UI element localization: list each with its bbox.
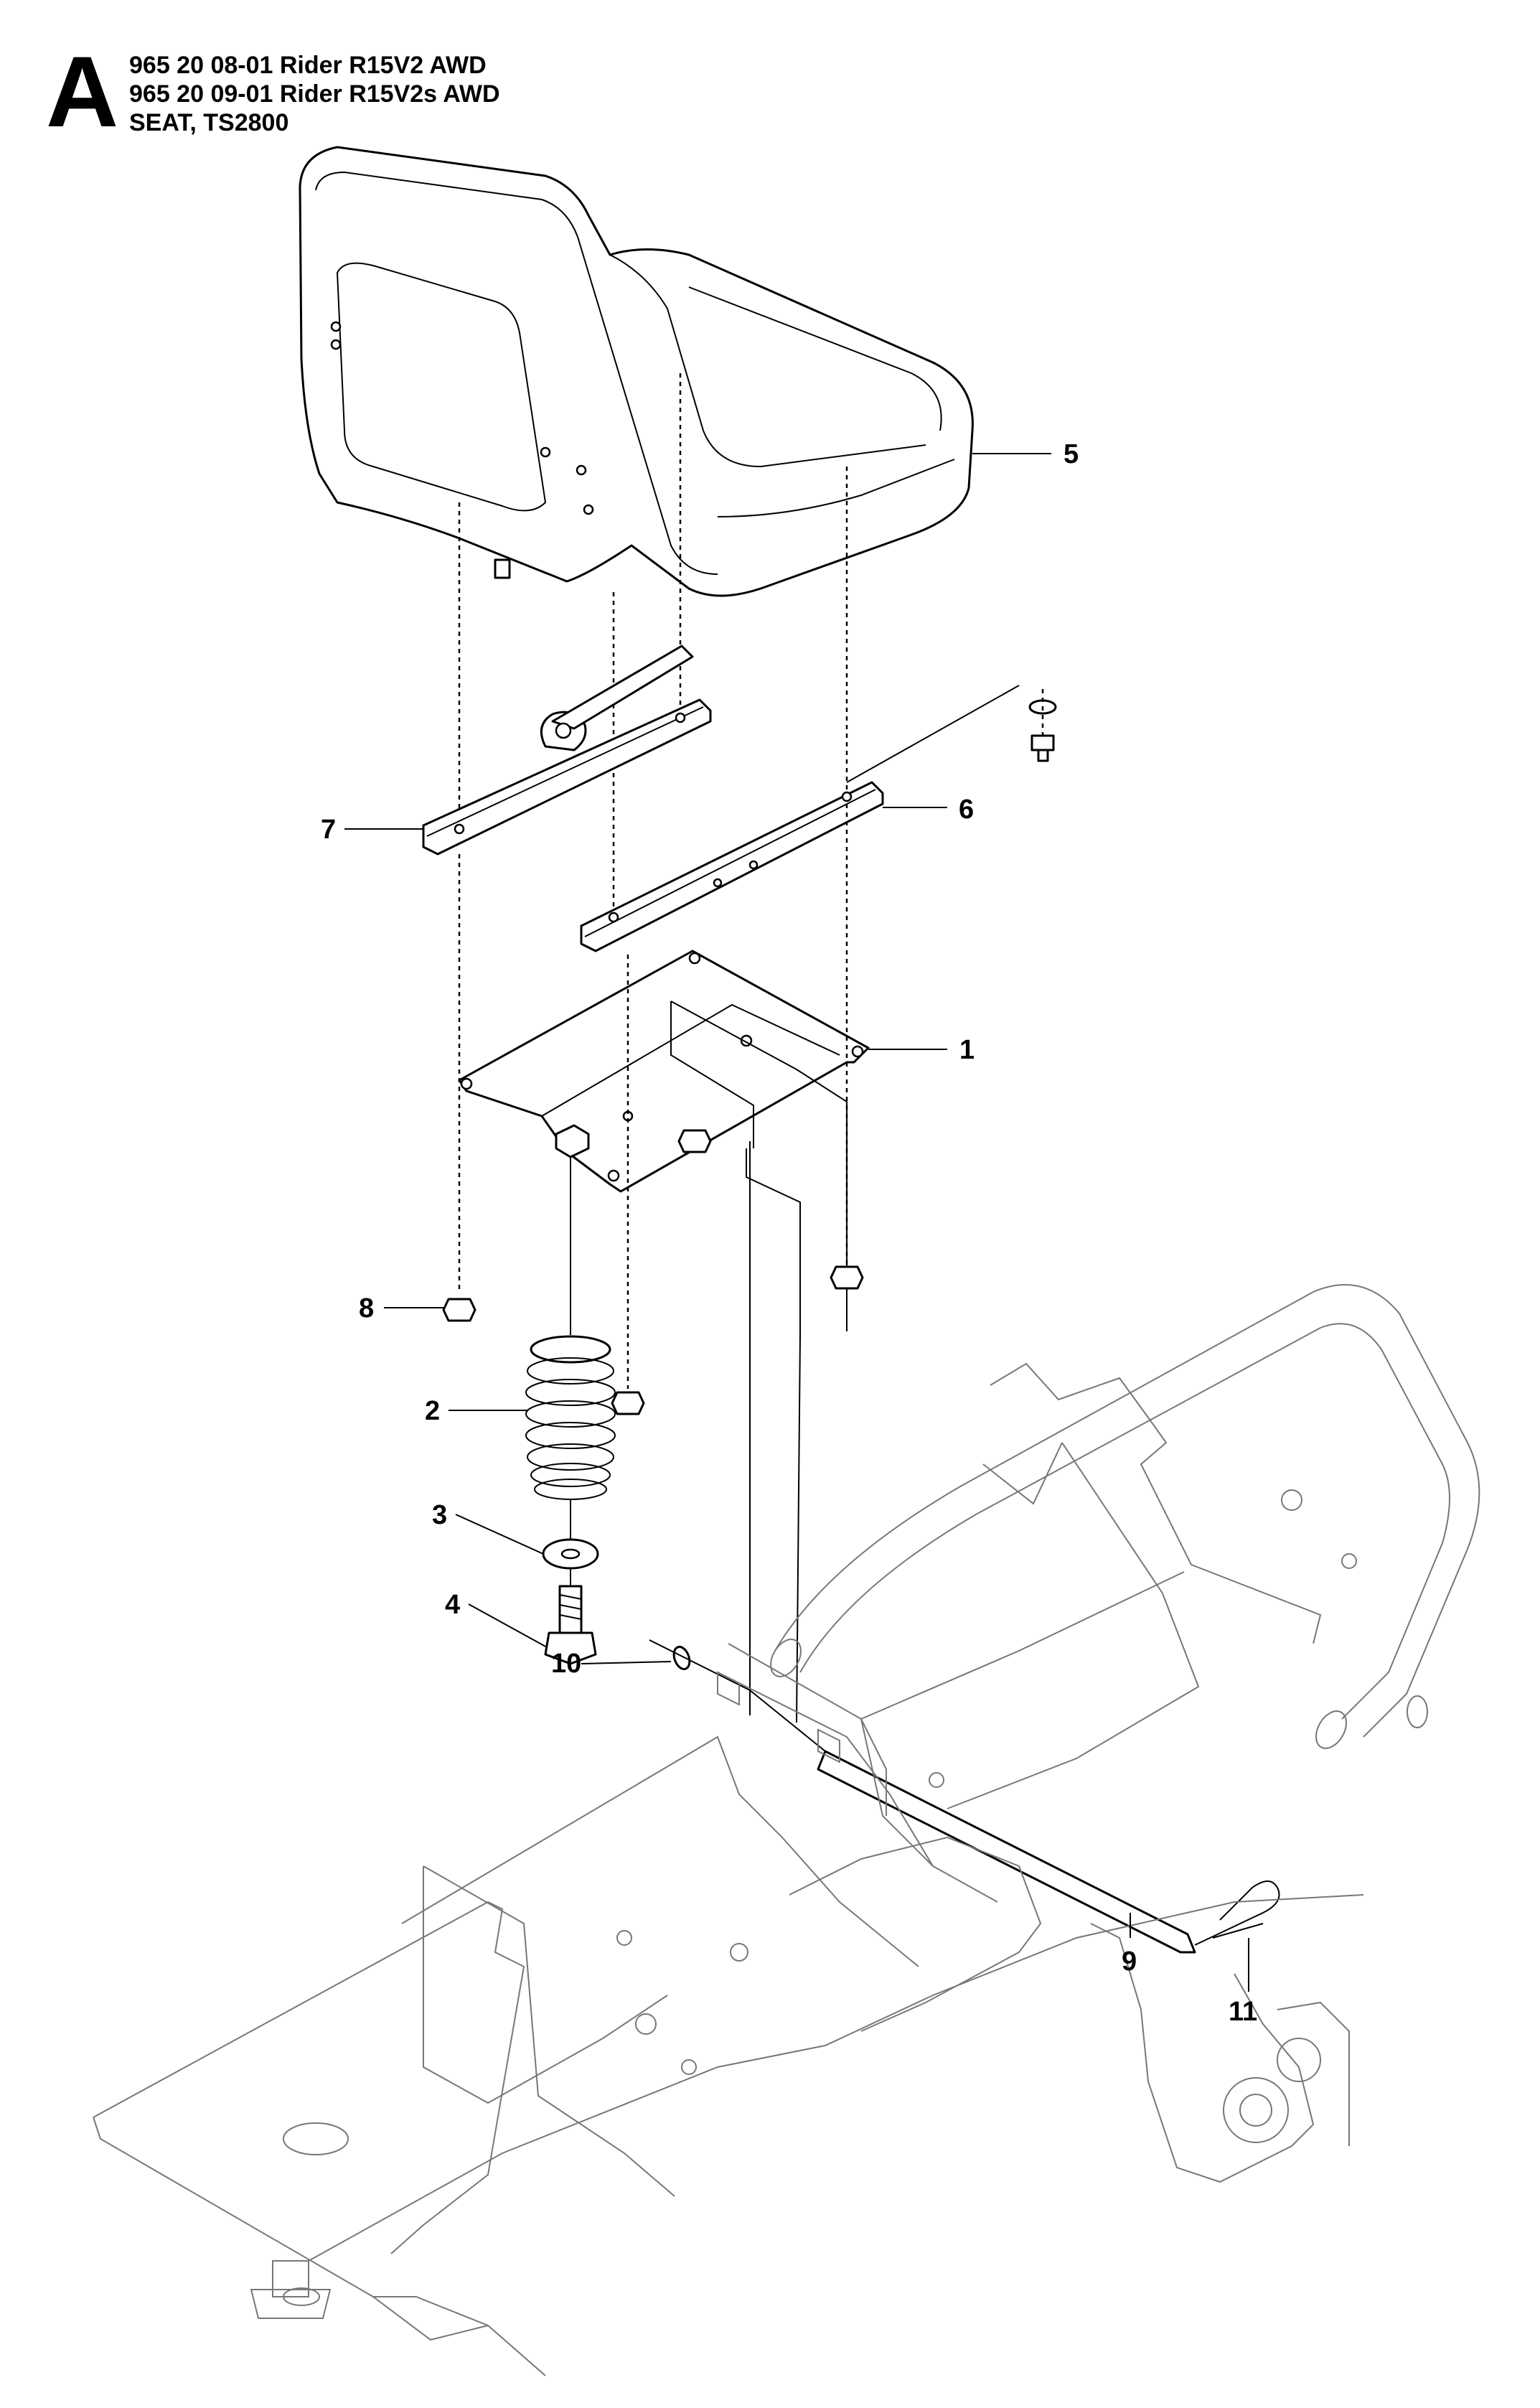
pin-part-9 (817, 1750, 1196, 1954)
nut-part-8 (442, 1129, 864, 1415)
callout-9: 9 (1122, 1946, 1137, 1977)
callout-5: 5 (1064, 439, 1079, 469)
clip-part-10 (672, 1646, 691, 1670)
bolt-part-4 (544, 1585, 597, 1665)
section-letter: A (46, 35, 119, 148)
callout-7: 7 (321, 815, 336, 845)
callout-2: 2 (425, 1396, 440, 1426)
seat-part-5 (299, 146, 974, 597)
callout-4: 4 (445, 1590, 460, 1620)
spring-part-2 (525, 1335, 616, 1500)
washer-part-3 (542, 1538, 599, 1570)
callout-8: 8 (359, 1293, 374, 1324)
chassis-frame (93, 1284, 1480, 2376)
callout-6: 6 (959, 795, 974, 825)
callout-11: 11 (1229, 1997, 1257, 2027)
callout-1: 1 (959, 1035, 975, 1065)
callout-10: 10 (551, 1649, 581, 1679)
seat-plate-part-1 (458, 950, 870, 1193)
hairpin-part-11 (1194, 1880, 1280, 1946)
seat-rail-part-7 (422, 645, 712, 856)
assembly-title: SEAT, TS2800 (129, 109, 289, 136)
rail-bolt-hardware (1028, 689, 1057, 762)
callout-3: 3 (432, 1500, 447, 1530)
seat-rail-part-6 (580, 685, 1020, 952)
model-line-2: 965 20 09-01 Rider R15V2s AWD (129, 80, 500, 108)
model-line-1: 965 20 08-01 Rider R15V2 AWD (129, 52, 487, 79)
